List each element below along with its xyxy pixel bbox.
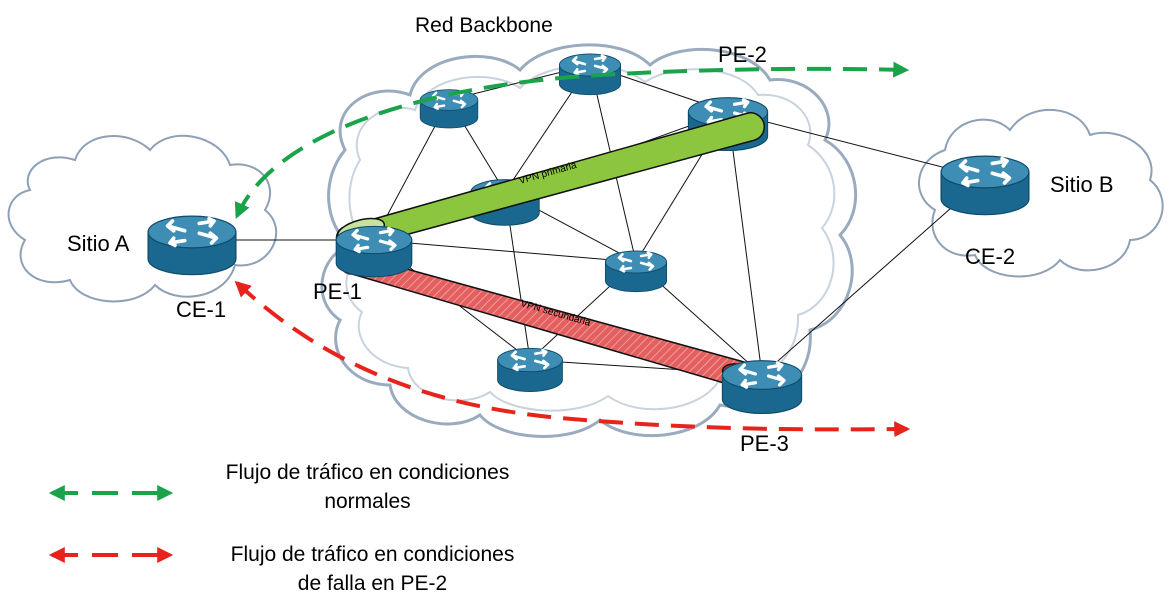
router-icon	[146, 214, 238, 277]
backbone-label: Red Backbone	[415, 14, 553, 37]
router-icon	[939, 154, 1031, 217]
pe3-label: PE-3	[740, 431, 789, 456]
ce2-label: CE-2	[965, 244, 1015, 269]
router-icon	[604, 249, 668, 294]
site-a-cloud	[7, 134, 278, 303]
router-icon	[334, 224, 414, 279]
pe2-label: PE-2	[718, 42, 767, 67]
ce1-label: CE-1	[176, 297, 226, 322]
legend-normal-text: Flujo de tráfico en condiciones normales	[200, 458, 535, 516]
router-icon	[720, 359, 804, 416]
pe1-label: PE-1	[313, 279, 362, 304]
legend-normal-line-1: Flujo de tráfico en condiciones	[225, 461, 510, 484]
normal-traffic-flow	[234, 61, 910, 219]
site-a-label: Sitio A	[67, 231, 130, 256]
legend-failure-line-2: de falla en PE-2	[297, 572, 448, 595]
legend-failure-text: Flujo de tráfico en condiciones de falla…	[205, 540, 540, 598]
site-b-label: Sitio B	[1050, 172, 1114, 197]
router-icon	[496, 346, 564, 393]
legend-normal-line-2: normales	[324, 490, 411, 513]
site-b-cloud	[918, 108, 1164, 278]
legend-failure-line-1: Flujo de tráfico en condiciones	[230, 543, 515, 566]
